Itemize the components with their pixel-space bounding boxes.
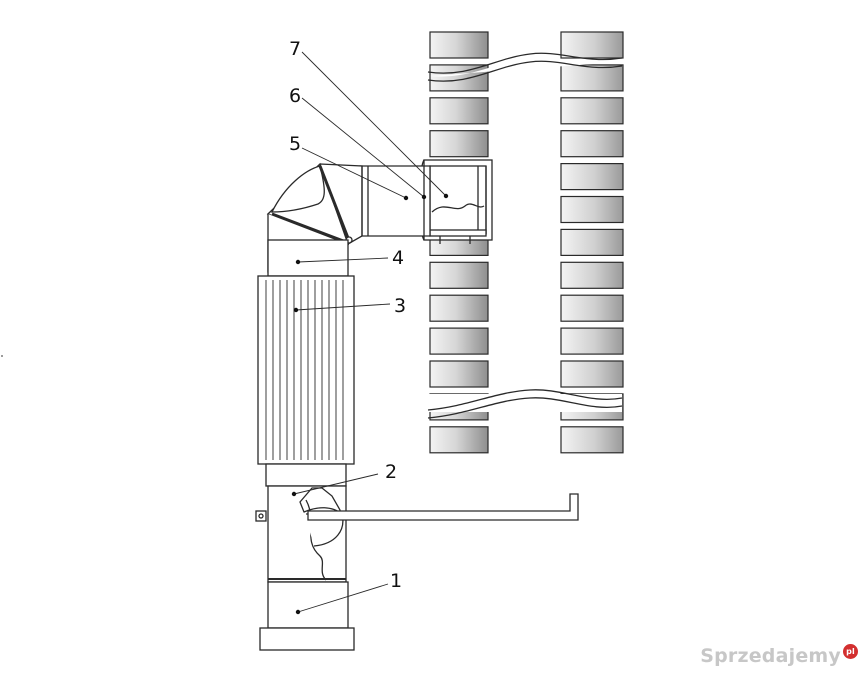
- label-6: 6: [289, 85, 301, 107]
- brick: [560, 31, 624, 59]
- watermark-text: Sprzedajemy: [700, 645, 841, 667]
- stray-dot: [1, 355, 3, 357]
- brick: [429, 261, 489, 289]
- brick: [560, 261, 624, 289]
- brick: [429, 426, 489, 454]
- label-7: 7: [289, 38, 301, 60]
- brick: [560, 97, 624, 125]
- damper-handle-rod: [307, 493, 579, 521]
- label-1: 1: [390, 570, 402, 592]
- brick: [560, 130, 624, 158]
- bottom-pipe-section: [259, 581, 355, 651]
- brick: [429, 360, 489, 388]
- label-2: 2: [385, 461, 397, 483]
- wall-break-bottom: [427, 389, 623, 419]
- leader-lines: [293, 51, 447, 613]
- watermark-badge: pl: [843, 643, 858, 659]
- sprzedajemy-watermark: Sprzedajemy pl: [700, 643, 858, 667]
- brick: [560, 360, 624, 388]
- brick: [560, 294, 624, 322]
- brick: [429, 294, 489, 322]
- horizontal-pipe: [359, 165, 431, 237]
- label-4: 4: [392, 247, 404, 269]
- brick: [560, 426, 624, 454]
- brick: [429, 130, 489, 158]
- brick-wall-left-column: [429, 31, 489, 454]
- brick: [560, 163, 624, 191]
- label-3: 3: [394, 295, 406, 317]
- damper-pipe-section: [255, 463, 348, 583]
- pipe-section-4: [267, 239, 349, 277]
- brick: [560, 64, 624, 92]
- brick: [429, 64, 489, 92]
- brick-wall-right-column: [560, 31, 624, 454]
- brick: [429, 31, 489, 59]
- brick: [560, 228, 624, 256]
- ribbed-heat-exchanger: [257, 275, 355, 465]
- label-5: 5: [289, 133, 301, 155]
- brick: [429, 97, 489, 125]
- brick: [560, 327, 624, 355]
- brick: [429, 327, 489, 355]
- brick: [560, 195, 624, 224]
- wall-break-top: [427, 52, 623, 82]
- leader-dots: [291, 193, 449, 615]
- wall-thimble: [418, 159, 493, 244]
